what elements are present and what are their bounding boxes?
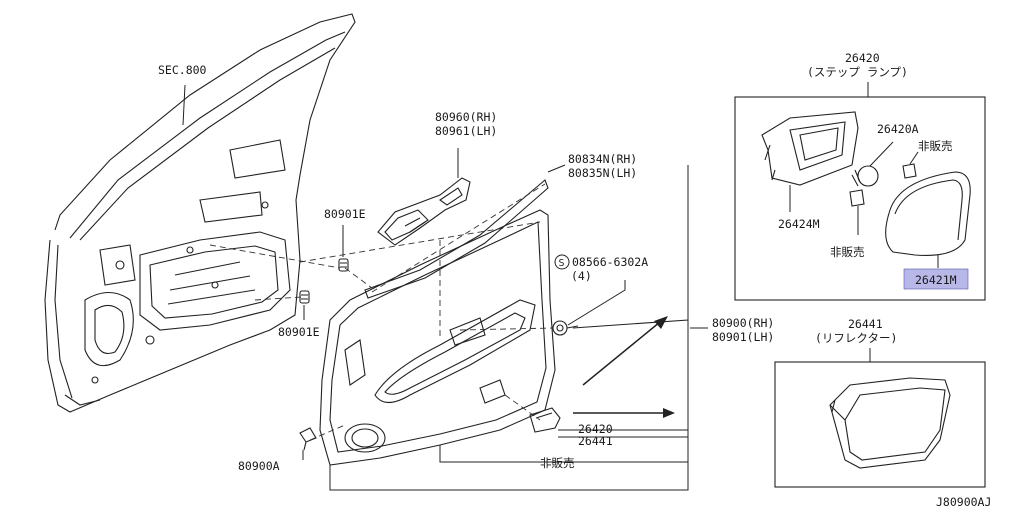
label-sec800: SEC.800 [158,63,207,77]
label-80901e-bottom: 80901E [278,325,320,339]
lens-26421m [885,171,971,256]
label-26424m: 26424M [778,217,820,231]
label-80835n: 80835N(LH) [568,166,637,180]
label-80834n: 80834N(RH) [568,152,637,166]
label-screw-qty: (4) [571,269,592,283]
door-trim-panel [319,209,556,466]
label-not-sold-1: 非販売 [918,139,953,153]
label-80901: 80901(LH) [712,330,774,344]
label-not-sold-main: 非販売 [540,456,575,470]
door-weatherstrip [364,179,549,299]
label-80900a: 80900A [238,459,280,473]
label-screw-prefix: S [559,258,565,269]
clip-80901e-bottom [299,290,310,304]
screw-circle-symbol [554,254,570,270]
step-lamp-box [734,96,986,301]
box1-part-no: 26420 [845,51,880,65]
drawing-code: J80900AJ [936,495,991,509]
clip-80900a [299,427,317,451]
label-80901e-top: 80901E [324,207,366,221]
reflector-box [774,361,986,488]
label-26441-main: 26441 [578,434,613,448]
label-26421m: 26421M [915,273,957,287]
reflector-26441 [829,377,951,469]
clip-80901e-top [338,258,349,272]
label-26420a: 26420A [877,122,919,136]
socket-part-2 [849,189,865,207]
label-26420-main: 26420 [578,422,613,436]
socket-part-1 [902,163,917,179]
window-switch-bezel [377,177,471,246]
label-80960: 80960(RH) [435,110,497,124]
label-screw-code: 08566-6302A [572,255,648,269]
bulb-26420a [851,165,879,187]
box2-part-no: 26441 [848,317,883,331]
box2-name: (リフレクター) [815,331,897,345]
highlight-26421m [903,268,969,290]
label-80900: 80900(RH) [712,316,774,330]
label-80961: 80961(LH) [435,124,497,138]
label-not-sold-2: 非販売 [830,245,865,259]
arrow-to-box-bottom [573,408,675,418]
lamp-housing-26424m [761,111,859,186]
door-inner-panel [44,13,356,413]
arrow-to-box-top [582,316,668,386]
step-lamp-small [529,407,561,433]
box1-name: (ステップ ランプ) [807,65,908,79]
